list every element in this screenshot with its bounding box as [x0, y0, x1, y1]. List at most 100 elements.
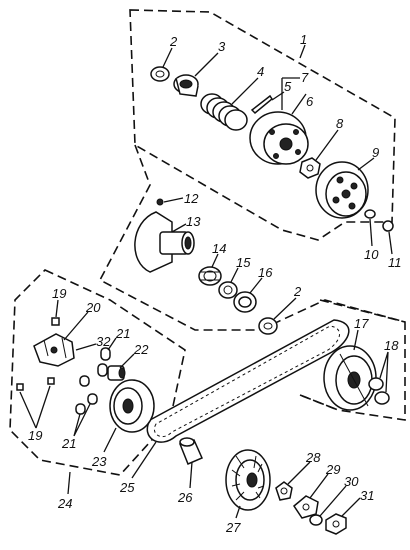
callout-17: 17 [354, 316, 369, 331]
part-17-rear-pulley [323, 345, 377, 411]
callout-11: 11 [388, 255, 402, 270]
part-21-rollers-upper [97, 347, 111, 377]
part-5-pin [250, 94, 274, 115]
callout-27: 27 [225, 520, 241, 535]
part-8-nut-hole [306, 164, 314, 172]
part-8-nut [299, 157, 321, 179]
leader-11 [388, 231, 393, 255]
callout-2: 2 [169, 34, 178, 49]
part-25-drive-belt [146, 319, 350, 443]
callout-25: 25 [119, 480, 135, 495]
leader-9 [357, 157, 375, 171]
leader-23 [103, 427, 117, 453]
leader-5-6-bracket [281, 77, 300, 110]
callout-16: 16 [258, 265, 273, 280]
leader-21b [73, 403, 91, 437]
group-outline-variator [9, 269, 186, 476]
leader-25 [131, 441, 157, 479]
part-20-ramp-plate [33, 333, 75, 367]
leader-15 [230, 267, 239, 283]
callout-12: 12 [184, 191, 199, 206]
leader-2 [162, 47, 173, 68]
part-22-bushing [107, 365, 126, 381]
leader-8 [315, 129, 339, 161]
part-9-clutch-housing [315, 161, 369, 219]
callout-3: 3 [218, 39, 226, 54]
leader-26 [189, 461, 193, 489]
callout-7: 7 [301, 70, 309, 85]
leader-28 [287, 461, 311, 485]
leader-3 [194, 52, 219, 77]
leader-13 [171, 223, 187, 233]
part-21-rollers-lower [75, 375, 98, 415]
part-6-clutch-assembly [249, 111, 309, 165]
leader-14 [211, 253, 219, 268]
leader-6 [291, 93, 307, 115]
callout-15: 15 [236, 255, 251, 270]
part-11-cap [382, 220, 394, 232]
leader-21a [107, 337, 117, 351]
leader-27 [235, 505, 241, 519]
callout-31: 31 [360, 488, 374, 503]
part-19-slider-left [16, 383, 24, 391]
callout-22: 22 [133, 342, 149, 357]
part-2-washer-second [258, 317, 278, 335]
leader-10 [369, 218, 373, 247]
part-14-needle-bearing [198, 266, 222, 286]
callout-20: 20 [85, 300, 101, 315]
callout-29: 29 [325, 462, 340, 477]
leader-12 [163, 197, 184, 203]
part-30-washer [309, 514, 323, 526]
part-19-slider-top [51, 317, 60, 326]
callout-19-bottom: 19 [28, 428, 42, 443]
leader-17 [353, 329, 359, 351]
part-2-washer-second-hole [263, 322, 273, 330]
callout-10: 10 [364, 247, 379, 262]
leader-16 [249, 277, 263, 294]
group-outline-rear-pulley [299, 299, 406, 411]
part-16-bearing [233, 291, 257, 313]
leader-19b [19, 385, 51, 429]
part-28-spacer [275, 481, 293, 501]
part-15-seal [218, 281, 238, 299]
leader-4 [231, 77, 259, 105]
callout-8: 8 [336, 116, 344, 131]
callout-24: 24 [57, 496, 72, 511]
callout-23: 23 [91, 454, 107, 469]
part-19-slider-mid [47, 377, 55, 385]
part-31-nut [325, 513, 347, 535]
group-outline-drive-pulley [98, 144, 406, 421]
part-4-spring [200, 93, 248, 131]
leader-22 [119, 353, 135, 369]
leader-29 [309, 473, 329, 499]
leader-1 [299, 44, 306, 59]
part-13-fixed-face [134, 211, 195, 273]
callout-30: 30 [344, 474, 359, 489]
callout-13: 13 [186, 214, 201, 229]
leader-24 [67, 471, 71, 495]
leader-19a [55, 299, 59, 318]
callout-21-bottom: 21 [61, 436, 76, 451]
part-23-movable-face [109, 379, 155, 433]
callout-2-second: 2 [293, 284, 302, 299]
leader-20 [63, 311, 89, 341]
callout-26: 26 [177, 490, 193, 505]
callout-5: 5 [284, 79, 292, 94]
part-29-plate-washer [293, 495, 319, 519]
callout-9: 9 [372, 145, 379, 160]
leader-18 [379, 351, 389, 393]
part-18-rollers [368, 377, 390, 405]
leader-30 [319, 485, 347, 517]
callout-6: 6 [306, 94, 314, 109]
part-10-washer [364, 209, 376, 219]
part-27-fan [225, 449, 271, 511]
part-12-pin [156, 198, 164, 206]
callout-14: 14 [212, 241, 226, 256]
part-2-washer-hole [155, 70, 165, 78]
part-2-washer [150, 66, 170, 82]
leader-2-second [273, 297, 297, 320]
part-26-collar [178, 437, 203, 465]
callout-19-top: 19 [52, 286, 66, 301]
callout-4: 4 [257, 64, 264, 79]
